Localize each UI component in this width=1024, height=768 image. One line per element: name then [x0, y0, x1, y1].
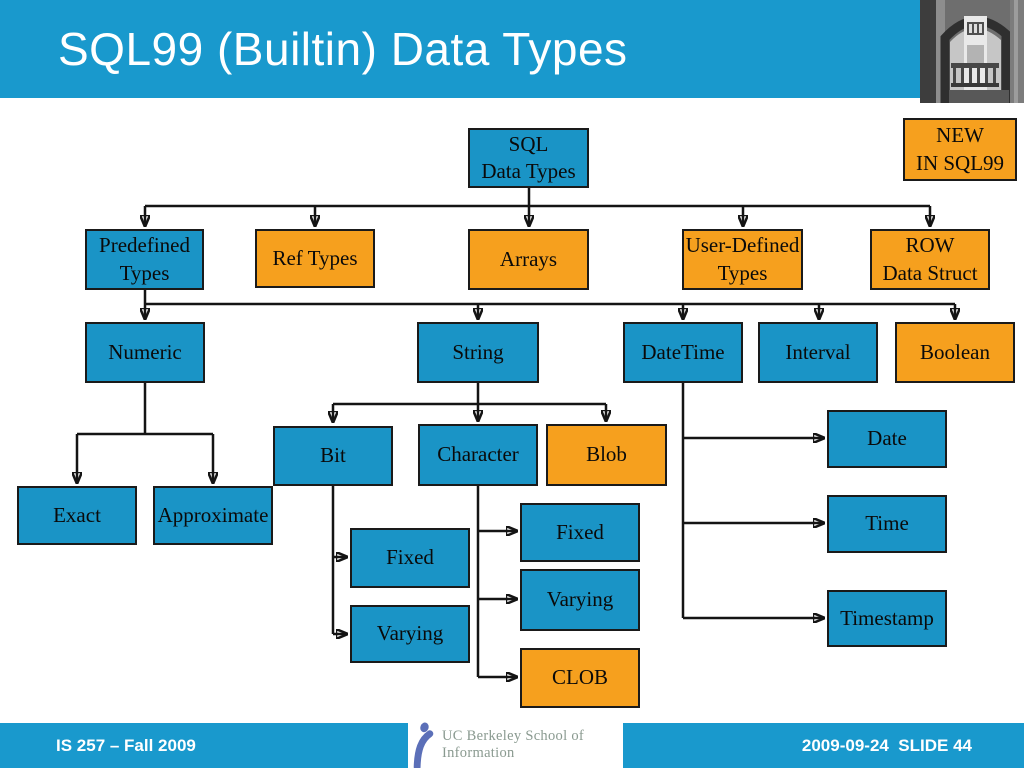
footer-left-bar: IS 257 – Fall 2009	[0, 723, 408, 768]
node-char-fixed: Fixed	[520, 503, 640, 562]
node-interval: Interval	[758, 322, 878, 383]
new-in-sql99-badge: NEW IN SQL99	[903, 118, 1017, 181]
header-bar: SQL99 (Builtin) Data Types	[0, 0, 1024, 98]
ischool-logo: UC Berkeley School of Information	[408, 721, 623, 768]
node-exact: Exact	[17, 486, 137, 545]
node-user-defined-types: User-Defined Types	[682, 229, 803, 290]
node-string: String	[417, 322, 539, 383]
node-bit-fixed: Fixed	[350, 528, 470, 588]
ischool-figure-icon	[413, 722, 434, 768]
node-boolean: Boolean	[895, 322, 1015, 383]
node-datetime: DateTime	[623, 322, 743, 383]
node-date: Date	[827, 410, 947, 468]
node-clob: CLOB	[520, 648, 640, 708]
ischool-logo-text: UC Berkeley School of Information	[442, 727, 585, 761]
course-label: IS 257 – Fall 2009	[56, 735, 196, 755]
node-char-varying: Varying	[520, 569, 640, 631]
node-time: Time	[827, 495, 947, 553]
node-bit: Bit	[273, 426, 393, 486]
date-slide-label: 2009-09-24 SLIDE 44	[801, 735, 972, 755]
node-numeric: Numeric	[85, 322, 205, 383]
node-row-data-struct: ROW Data Struct	[870, 229, 990, 290]
node-timestamp: Timestamp	[827, 590, 947, 647]
node-bit-varying: Varying	[350, 605, 470, 663]
node-blob: Blob	[546, 424, 667, 486]
node-arrays: Arrays	[468, 229, 589, 290]
campus-building-photo-icon	[920, 0, 1024, 103]
node-approximate: Approximate	[153, 486, 273, 545]
node-predefined-types: Predefined Types	[85, 229, 204, 290]
node-ref-types: Ref Types	[255, 229, 375, 288]
node-sql-data-types: SQL Data Types	[468, 128, 589, 188]
node-character: Character	[418, 424, 538, 486]
footer-right-bar: 2009-09-24 SLIDE 44	[623, 723, 1024, 768]
page-title: SQL99 (Builtin) Data Types	[58, 23, 628, 75]
